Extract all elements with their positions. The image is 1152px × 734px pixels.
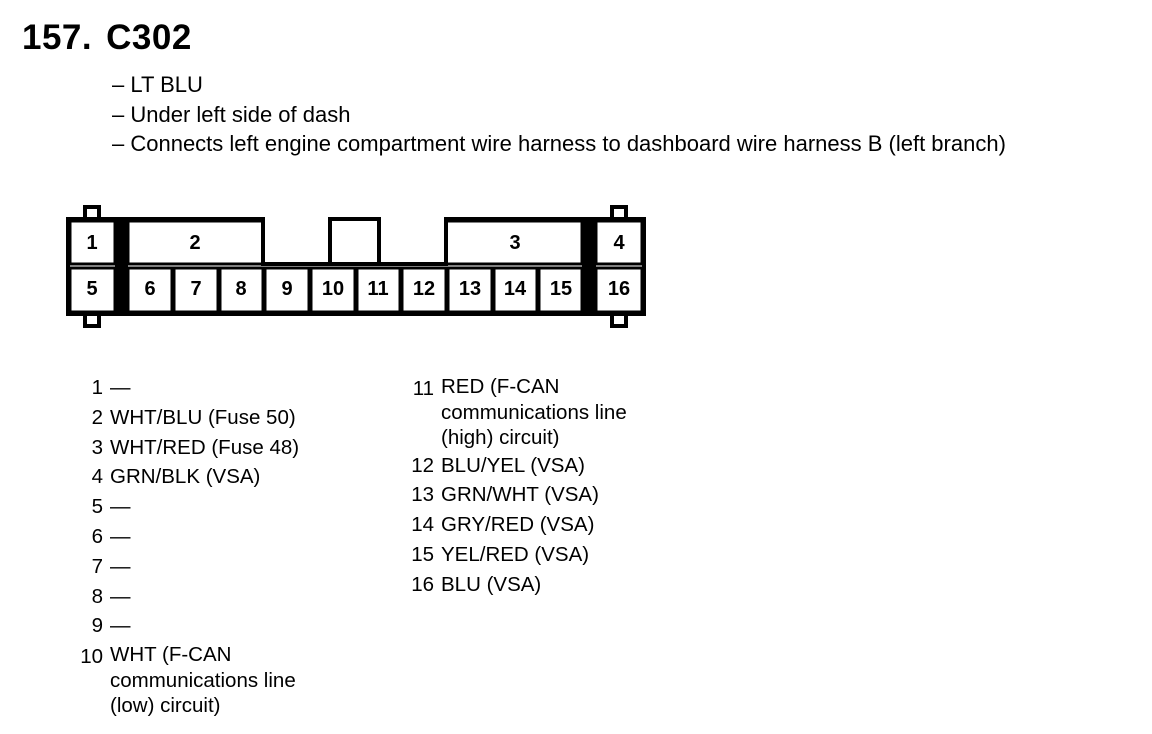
pin-description-line: — bbox=[110, 524, 131, 548]
pin-description-line: BLU/YEL (VSA) bbox=[441, 453, 585, 477]
connector-name: C302 bbox=[106, 18, 192, 57]
info-color: – LT BLU bbox=[112, 72, 203, 97]
pin-label-9: 9 bbox=[281, 278, 292, 300]
pin-number: 5 bbox=[91, 495, 103, 519]
pin-row: 1— bbox=[73, 373, 299, 403]
info-location: – Under left side of dash bbox=[112, 101, 351, 127]
pin-number: 11 bbox=[412, 377, 434, 400]
pin-description-line: communications line bbox=[110, 668, 296, 692]
pin-description: — bbox=[110, 582, 131, 612]
pin-description-line: GRY/RED (VSA) bbox=[441, 513, 595, 537]
pin-description: — bbox=[110, 611, 131, 641]
pin-row: 4 GRN/BLK (VSA) bbox=[73, 462, 299, 492]
pin-label-3: 3 bbox=[509, 232, 520, 254]
pin-number: 10 bbox=[80, 645, 103, 669]
pin-description: GRN/WHT (VSA) bbox=[441, 480, 599, 510]
pin-description-line: — bbox=[110, 495, 131, 519]
pin-description-line: communications line bbox=[441, 400, 627, 424]
key-slot bbox=[328, 217, 381, 266]
pin-label-8: 8 bbox=[235, 278, 246, 300]
pin-row: 15 YEL/RED (VSA) bbox=[404, 540, 627, 570]
pin-description-line: YEL/RED (VSA) bbox=[441, 542, 590, 566]
pin-label-12: 12 bbox=[413, 278, 435, 300]
connector-number: 157. bbox=[22, 18, 93, 57]
pin-row: 5— bbox=[73, 492, 299, 522]
pin-description: — bbox=[110, 492, 131, 522]
pin-description-line: WHT/RED (Fuse 48) bbox=[110, 435, 300, 459]
pin-description-line: — bbox=[110, 584, 131, 608]
pin-number: 6 bbox=[91, 524, 103, 548]
pin-description-line: — bbox=[110, 614, 131, 638]
pin-row: 14 GRY/RED (VSA) bbox=[404, 510, 627, 540]
pin-description-line: BLU (VSA) bbox=[441, 572, 542, 596]
pin-label-6: 6 bbox=[144, 278, 155, 300]
pin-label-4: 4 bbox=[613, 232, 625, 254]
pin-description-line: WHT/BLU (Fuse 50) bbox=[110, 405, 296, 429]
pin-description: GRY/RED (VSA) bbox=[441, 510, 594, 540]
pin-description: — bbox=[110, 373, 131, 403]
pin-description: — bbox=[110, 552, 131, 582]
connector-info: – LT BLU – Under left side of dash – Con… bbox=[112, 70, 1006, 159]
page-title: 157. C302 bbox=[22, 18, 192, 58]
pin-description-line: (high) circuit) bbox=[441, 426, 560, 449]
pin-description-line: WHT (F-CAN bbox=[110, 643, 232, 667]
pin-number: 3 bbox=[91, 435, 103, 459]
info-connects: – Connects left engine compartment wire … bbox=[112, 131, 1006, 156]
pin-description: BLU/YEL (VSA) bbox=[441, 451, 585, 481]
pin-label-13: 13 bbox=[459, 278, 481, 300]
pin-description-line: GRN/BLK (VSA) bbox=[110, 465, 261, 489]
pin-label-16: 16 bbox=[608, 278, 630, 300]
pin-number: 8 bbox=[91, 584, 103, 608]
pin-label-5: 5 bbox=[86, 278, 97, 300]
pin-number: 14 bbox=[411, 513, 434, 537]
connector-diagram: 1 2 3 4 5 6 7 8 9 10 11 12 13 14 15 16 bbox=[66, 205, 646, 328]
pin-number: 1 bbox=[91, 376, 103, 399]
pin-label-10: 10 bbox=[322, 278, 344, 300]
pin-number: 4 bbox=[91, 465, 103, 489]
pin-number: 13 bbox=[411, 483, 434, 507]
pin-description-line: — bbox=[110, 554, 131, 578]
pin-description: WHT/BLU (Fuse 50) bbox=[110, 403, 296, 433]
pin-number: 15 bbox=[411, 542, 434, 566]
pin-label-1: 1 bbox=[86, 232, 97, 254]
pin-label-7: 7 bbox=[190, 278, 201, 300]
pin-description: GRN/BLK (VSA) bbox=[110, 462, 260, 492]
pin-row: 3 WHT/RED (Fuse 48) bbox=[73, 433, 299, 463]
pin-row: 9— bbox=[73, 611, 299, 641]
pin-number: 9 bbox=[91, 614, 103, 638]
pin-number: 7 bbox=[91, 554, 103, 578]
pin-description-line: (low) circuit) bbox=[110, 694, 221, 718]
pin-description: BLU (VSA) bbox=[441, 570, 541, 600]
pin-row: 12 BLU/YEL (VSA) bbox=[404, 451, 627, 481]
pin-row: 7— bbox=[73, 552, 299, 582]
pin-number: 2 bbox=[91, 405, 103, 429]
pin-label-14: 14 bbox=[504, 278, 527, 300]
pin-row: 8— bbox=[73, 582, 299, 612]
pin-row: 6— bbox=[73, 522, 299, 552]
pin-label-11: 11 bbox=[367, 278, 388, 300]
pin-row: 2 WHT/BLU (Fuse 50) bbox=[73, 403, 299, 433]
pin-number: 12 bbox=[411, 453, 434, 477]
pin-description: YEL/RED (VSA) bbox=[441, 540, 589, 570]
pin-label-2: 2 bbox=[189, 232, 200, 254]
pin-row: 13 GRN/WHT (VSA) bbox=[404, 480, 627, 510]
pin-description: WHT/RED (Fuse 48) bbox=[110, 433, 299, 463]
pin-description-line: RED (F-CAN bbox=[441, 375, 560, 398]
pin-description-line: GRN/WHT (VSA) bbox=[441, 483, 599, 507]
pin-row: 16 BLU (VSA) bbox=[404, 570, 627, 600]
pin-number: 16 bbox=[411, 572, 434, 596]
pin-label-15: 15 bbox=[550, 278, 572, 300]
pin-description: — bbox=[110, 522, 131, 552]
pin-description-line: — bbox=[110, 376, 131, 399]
